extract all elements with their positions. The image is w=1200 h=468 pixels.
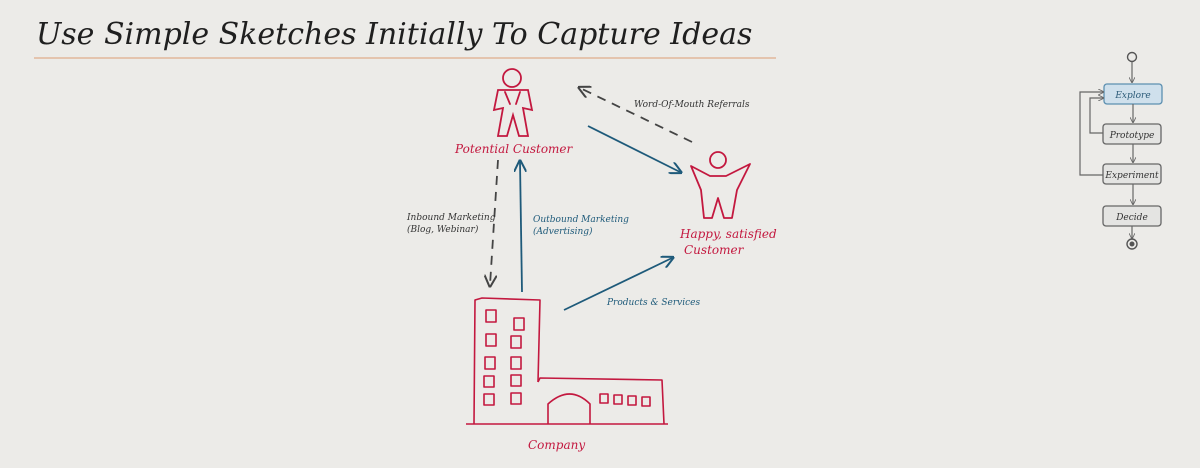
flow-step-explore-label: Explore (1114, 91, 1150, 101)
happy-customer-label-line1: Happy, satisfied (679, 227, 777, 241)
flow-step-decide-label: Decide (1115, 213, 1148, 223)
inbound-marketing-arrow (490, 159, 499, 285)
inbound-marketing-label-line1: Inbound Marketing (406, 213, 496, 223)
company-label: Company (528, 438, 585, 452)
happy-customer-figure-icon (690, 151, 751, 219)
flow-step-prototype (1102, 123, 1162, 145)
flow-loop-outer (1079, 92, 1103, 176)
products-services-arrow (563, 258, 672, 311)
flow-loop-inner (1089, 98, 1103, 134)
process-flow: Explore Prototype Experiment Decide (1079, 51, 1163, 250)
outbound-marketing-label-line1: Outbound Marketing (533, 215, 629, 225)
potential-customer-label: Potential Customer (454, 142, 574, 156)
inbound-marketing-label-line2: (Blog, Webinar) (407, 224, 479, 235)
potential-customer-figure-icon (492, 68, 534, 137)
flow-step-prototype-label: Prototype (1109, 131, 1155, 141)
products-services-label: Products & Services (606, 298, 700, 308)
company-building-icon (466, 297, 668, 425)
page-title: Use Simple Sketches Initially To Capture… (36, 17, 752, 52)
potential-to-happy-arrow (587, 125, 680, 172)
word-of-mouth-arrow (580, 88, 693, 143)
outbound-marketing-arrow (520, 162, 522, 293)
word-of-mouth-label: Word-Of-Mouth Referrals (634, 100, 750, 110)
flow-step-experiment (1102, 163, 1162, 185)
flow-end-icon (1126, 238, 1138, 250)
happy-customer-label-line2: Customer (684, 243, 745, 257)
flow-step-experiment-label: Experiment (1104, 171, 1159, 181)
outbound-marketing-label-line2: (Advertising) (533, 226, 593, 237)
flow-start-icon (1126, 51, 1138, 63)
